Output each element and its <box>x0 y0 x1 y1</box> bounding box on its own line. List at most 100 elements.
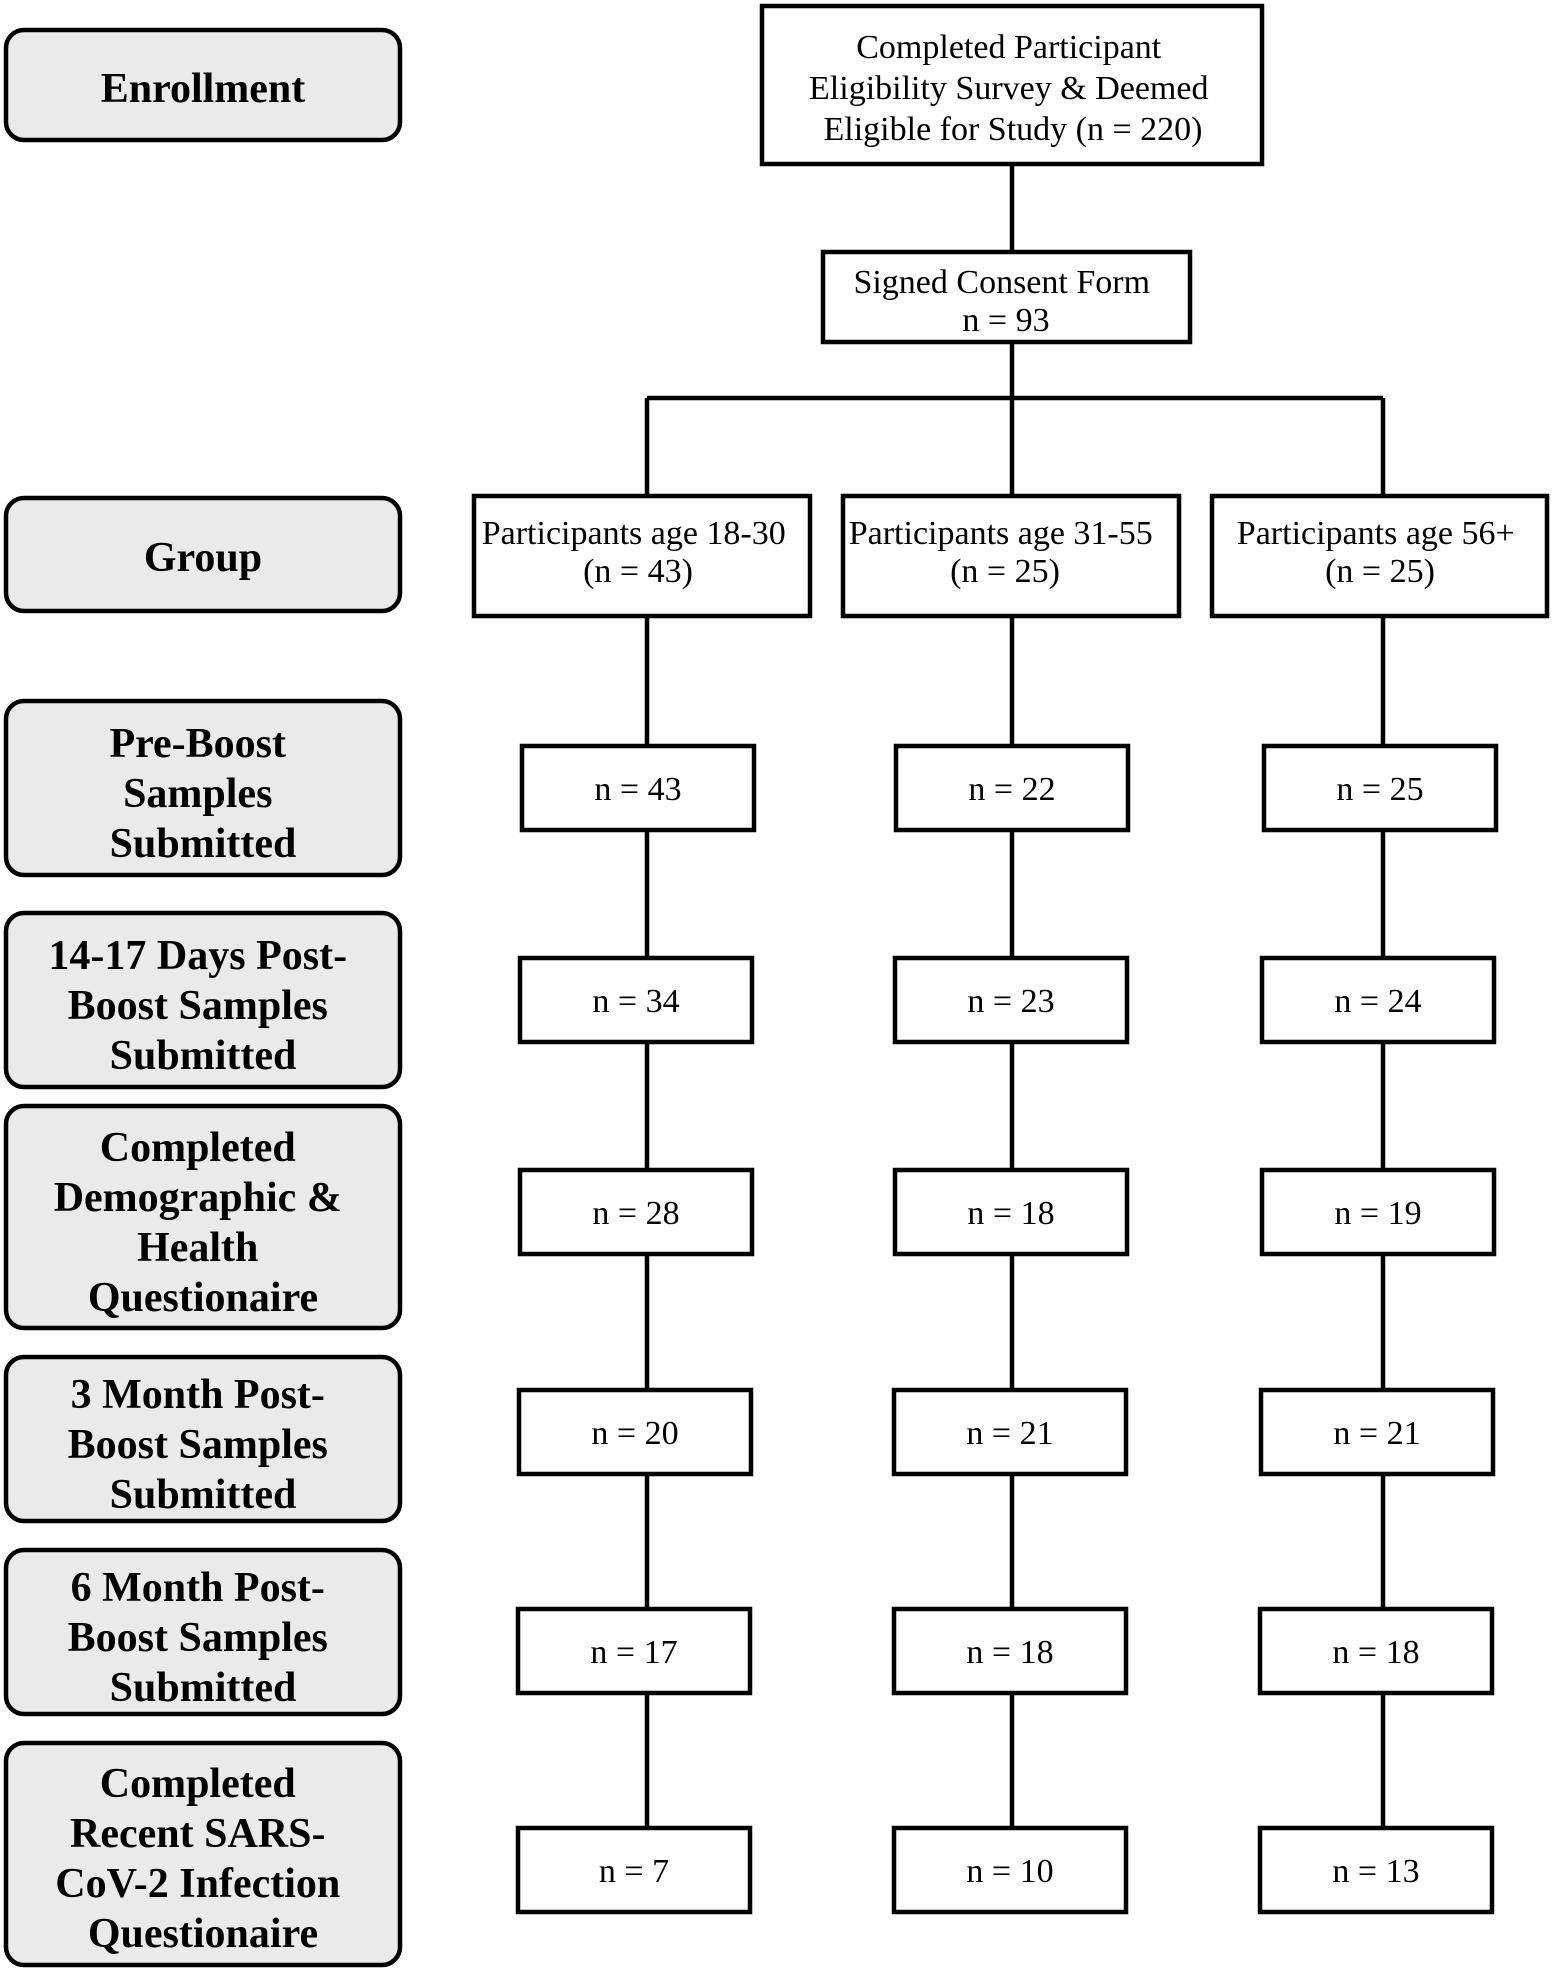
phase-enrollment-box <box>3 27 403 143</box>
count-box: n = 21 <box>1258 1387 1496 1477</box>
count-box-frame <box>1261 743 1499 833</box>
count-box-frame <box>891 1387 1129 1477</box>
group-label-line: Participants age 18-30 <box>482 515 786 552</box>
eligibility-line: Completed Participant <box>856 29 1162 66</box>
count-label: n = 10 <box>966 1853 1053 1890</box>
count-box-frame <box>892 955 1130 1045</box>
phase-month-6-label: 6 Month Post- Boost Samples Submitted <box>68 1565 339 1711</box>
count-label: n = 13 <box>1332 1853 1419 1890</box>
phase-pre-boost: Pre-Boost Samples Submitted <box>3 698 403 878</box>
count-label: n = 17 <box>590 1634 677 1671</box>
phase-infection-label: Completed Recent SARS- CoV-2 Infection Q… <box>55 1761 351 1957</box>
phase-pre-boost-line: Submitted <box>110 821 297 867</box>
phase-infection-line: Recent SARS- <box>70 1811 325 1857</box>
phase-post-14-17-line: 14-17 Days Post- <box>48 933 347 979</box>
count-box: n = 25 <box>1261 743 1499 833</box>
phase-month-6-line: Submitted <box>110 1665 297 1711</box>
phase-pre-boost-line: Samples <box>123 771 272 817</box>
count-box: n = 28 <box>517 1167 755 1257</box>
count-box: n = 22 <box>893 743 1131 833</box>
count-box-frame <box>893 743 1131 833</box>
count-box: n = 7 <box>515 1825 753 1915</box>
phase-pre-boost-box <box>3 698 403 878</box>
phase-month-3-line: 3 Month Post- <box>71 1372 325 1418</box>
group-box-31-55-label: Participants age 31-55 (n = 25) <box>849 515 1162 590</box>
phase-infection-line: CoV-2 Infection <box>55 1861 340 1907</box>
phase-month-6: 6 Month Post- Boost Samples Submitted <box>3 1547 403 1717</box>
phase-month-6-line: Boost Samples <box>68 1615 328 1661</box>
group-box-56-plus: Participants age 56+ (n = 25) <box>1209 493 1550 619</box>
consent-box: Signed Consent Form n = 93 <box>820 249 1193 345</box>
count-box: n = 43 <box>519 743 757 833</box>
phase-pre-boost-line: Pre-Boost <box>109 721 286 767</box>
count-box: n = 20 <box>516 1387 754 1477</box>
phase-month-3-label: 3 Month Post- Boost Samples Submitted <box>68 1372 339 1518</box>
group-box-18-30-frame <box>471 493 813 619</box>
phase-pre-boost-label: Pre-Boost Samples Submitted <box>109 721 296 867</box>
count-box-frame <box>1258 1387 1496 1477</box>
consent-label: Signed Consent Form n = 93 <box>853 264 1158 339</box>
count-box-frame <box>516 1387 754 1477</box>
count-box-frame <box>891 1606 1129 1696</box>
eligibility-line: Eligible for Study (n = 220) <box>824 111 1203 148</box>
phase-group-box <box>3 495 403 614</box>
phase-enrollment-line: Enrollment <box>101 66 306 112</box>
count-label: n = 21 <box>1333 1415 1420 1452</box>
count-box: n = 18 <box>891 1606 1129 1696</box>
eligibility-line: Eligibility Survey & Deemed <box>809 70 1208 107</box>
count-box-frame <box>1259 1167 1497 1257</box>
count-box: n = 21 <box>891 1387 1129 1477</box>
phase-month-3: 3 Month Post- Boost Samples Submitted <box>3 1354 403 1524</box>
group-label-line: Participants age 56+ <box>1237 515 1515 552</box>
count-label: n = 25 <box>1336 771 1423 808</box>
group-box-56-plus-frame <box>1209 493 1550 619</box>
phase-questionnaire-line: Demographic & <box>54 1175 342 1221</box>
group-label-line: Participants age 31-55 <box>849 515 1153 552</box>
count-label: n = 18 <box>966 1634 1053 1671</box>
phase-infection: Completed Recent SARS- CoV-2 Infection Q… <box>3 1740 403 1968</box>
phase-post-14-17: 14-17 Days Post- Boost Samples Submitted <box>3 910 403 1090</box>
consent-line: Signed Consent Form <box>853 264 1150 301</box>
phase-group-line: Group <box>144 535 262 581</box>
count-box-frame <box>1259 955 1497 1045</box>
count-box-frame <box>1257 1825 1495 1915</box>
count-box-frame <box>517 955 755 1045</box>
count-label: n = 28 <box>592 1195 679 1232</box>
phase-infection-box <box>3 1740 403 1968</box>
count-box-frame <box>1257 1606 1495 1696</box>
phase-month-3-line: Boost Samples <box>68 1422 328 1468</box>
phase-questionnaire: Completed Demographic & Health Questiona… <box>3 1103 403 1331</box>
group-box-31-55: Participants age 31-55 (n = 25) <box>840 493 1182 619</box>
phase-questionnaire-line: Completed <box>100 1125 296 1171</box>
phase-post-14-17-box <box>3 910 403 1090</box>
count-box: n = 19 <box>1259 1167 1497 1257</box>
count-label: n = 23 <box>967 983 1054 1020</box>
phase-month-3-box <box>3 1354 403 1524</box>
count-label: n = 21 <box>966 1415 1053 1452</box>
phase-post-14-17-line: Boost Samples <box>68 983 328 1029</box>
count-label: n = 18 <box>1332 1634 1419 1671</box>
count-box: n = 18 <box>1257 1606 1495 1696</box>
count-box: n = 18 <box>892 1167 1130 1257</box>
phase-enrollment: Enrollment <box>3 27 403 143</box>
count-label: n = 34 <box>592 983 679 1020</box>
count-box: n = 10 <box>891 1825 1129 1915</box>
phase-questionnaire-line: Health <box>137 1225 258 1271</box>
phase-questionnaire-line: Questionaire <box>88 1275 318 1321</box>
count-label: n = 7 <box>599 1853 669 1890</box>
phase-enrollment-label: Enrollment <box>101 66 306 112</box>
eligibility-box: Completed Participant Eligibility Survey… <box>759 3 1265 167</box>
phase-post-14-17-label: 14-17 Days Post- Boost Samples Submitted <box>48 933 357 1079</box>
count-box-frame <box>519 743 757 833</box>
consent-box-frame <box>820 249 1193 345</box>
phase-infection-line: Questionaire <box>88 1911 318 1957</box>
phase-group-label: Group <box>144 535 262 581</box>
eligibility-label: Completed Participant Eligibility Survey… <box>809 29 1217 148</box>
count-box: n = 34 <box>517 955 755 1045</box>
count-box-frame <box>891 1825 1129 1915</box>
group-box-56-plus-label: Participants age 56+ (n = 25) <box>1237 515 1523 590</box>
group-box-31-55-frame <box>840 493 1182 619</box>
count-label: n = 22 <box>968 771 1055 808</box>
count-box: n = 24 <box>1259 955 1497 1045</box>
